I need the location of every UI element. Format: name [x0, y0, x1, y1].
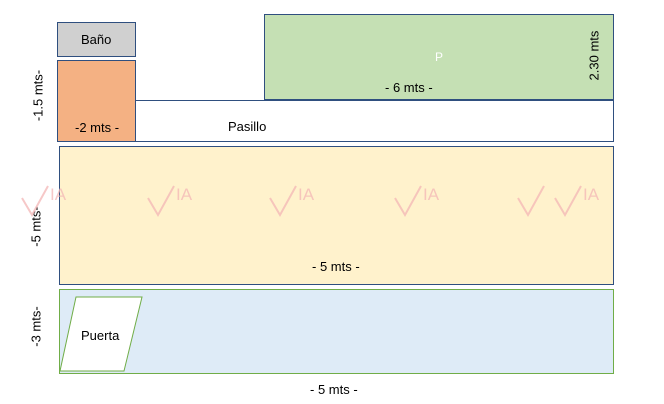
dimension-left-bottom: -3 mts- — [28, 306, 44, 347]
dimension-left-middle: -5 mts- — [28, 206, 44, 247]
room-pasillo-label: Pasillo — [228, 119, 267, 134]
room-p — [264, 14, 614, 100]
puerta-label: Puerta — [81, 328, 120, 343]
dimension-bottom: - 5 mts - — [310, 382, 358, 397]
room-blue — [59, 289, 614, 374]
puerta-shape — [59, 296, 143, 372]
room-p-width-label: - 6 mts - — [385, 80, 433, 95]
room-p-label: P — [435, 50, 444, 64]
dimension-left-top: -1.5 mts- — [30, 69, 46, 122]
room-p-height-label: 2.30 mts — [586, 30, 602, 81]
room-bano-label: Baño — [81, 32, 112, 47]
room-bano — [57, 22, 136, 57]
room-orange — [57, 60, 136, 142]
room-yellow-label: - 5 mts - — [312, 259, 360, 274]
room-orange-label: -2 mts - — [75, 120, 120, 135]
room-pasillo — [136, 100, 614, 142]
